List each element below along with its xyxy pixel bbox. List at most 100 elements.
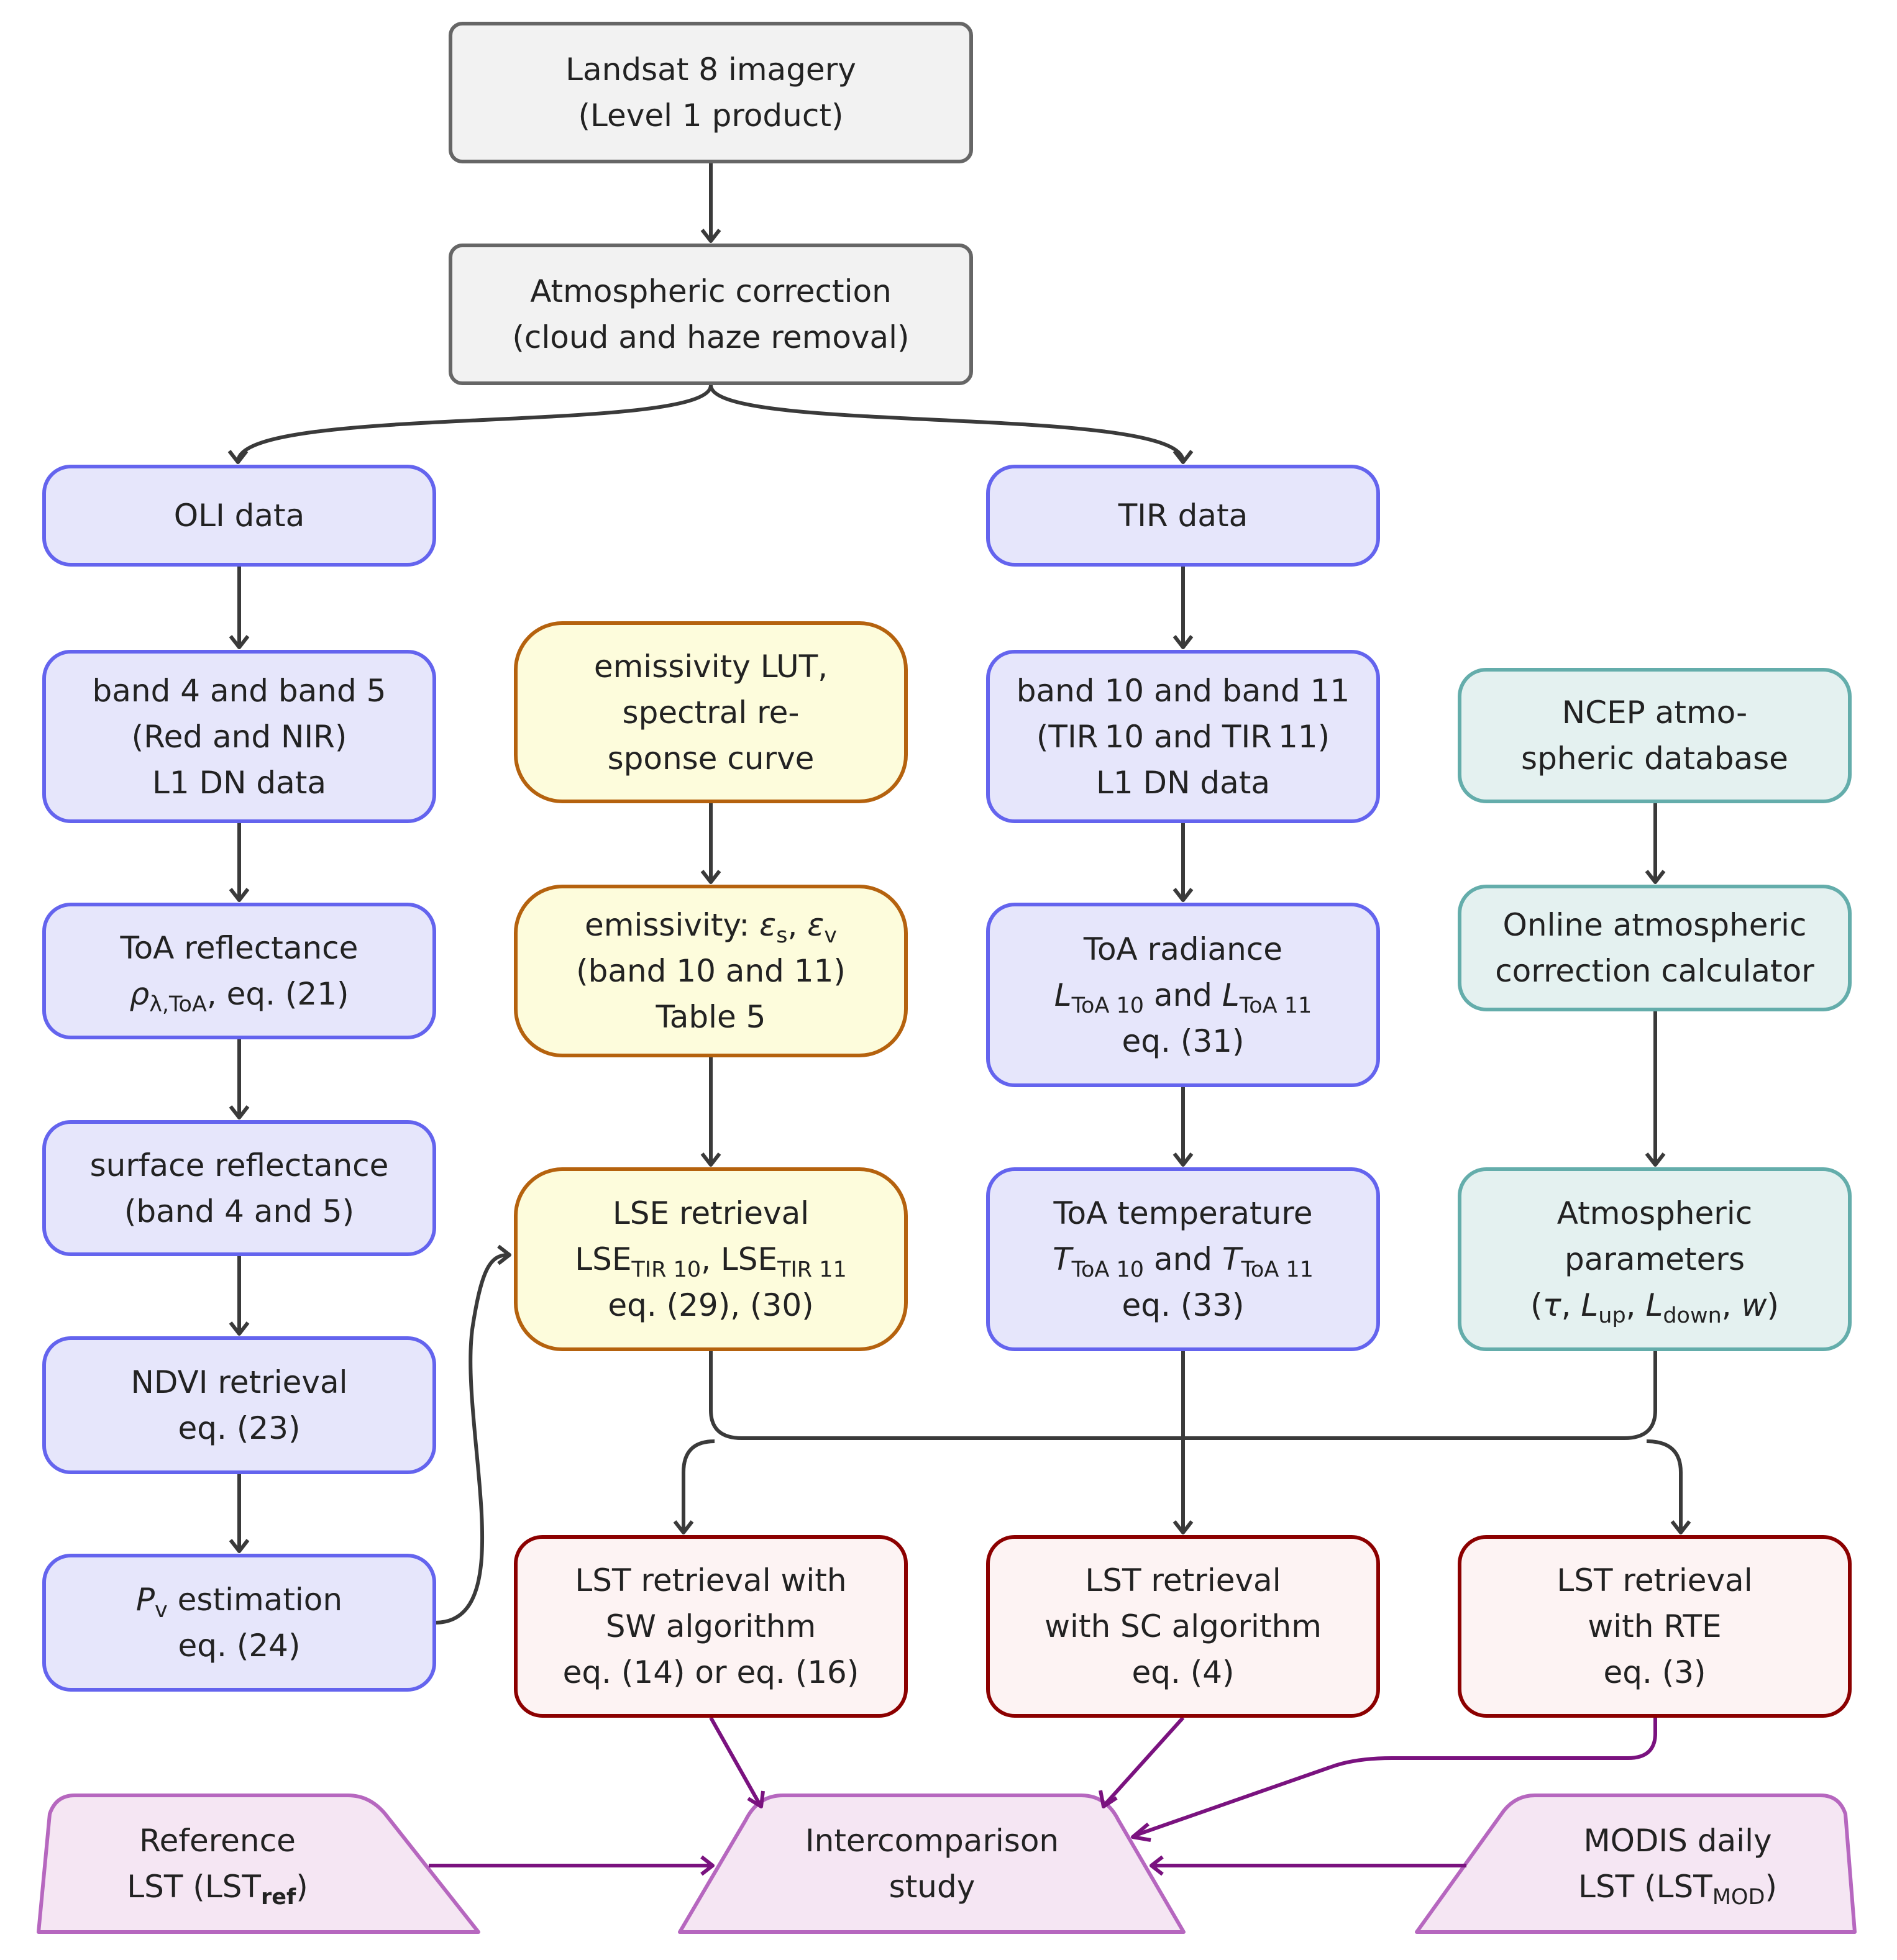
emis-prefix: emissivity: bbox=[585, 907, 760, 943]
toatemp-sub2: ToA 11 bbox=[1241, 1257, 1314, 1283]
online-line-1: Online atmospheric bbox=[1502, 907, 1807, 943]
ndvi-line-2: eq. (23) bbox=[178, 1410, 301, 1446]
arrow-correction-to-tir bbox=[709, 385, 1185, 462]
atmospheric-parameters-node: Atmospheric parameters (τ, Lup, Ldown, w… bbox=[1458, 1167, 1852, 1351]
tau-symbol: τ bbox=[1542, 1287, 1561, 1323]
arrow-sw-to-intercomparison bbox=[709, 1716, 762, 1806]
intercomparison-shape bbox=[678, 1794, 1186, 1934]
landsat-line-1: Landsat 8 imagery bbox=[565, 52, 856, 88]
pv-sub: v bbox=[155, 1598, 168, 1623]
modis-lst-shape bbox=[1415, 1794, 1857, 1934]
ref-b: ) bbox=[296, 1869, 308, 1905]
ncep-line-1: NCEP atmo- bbox=[1561, 695, 1748, 731]
pv-rest: estimation bbox=[167, 1582, 343, 1618]
toarad-and: and bbox=[1144, 977, 1222, 1013]
ncep-line-2: spheric database bbox=[1521, 741, 1788, 777]
lut-line-3: sponse curve bbox=[607, 740, 815, 777]
dark-arrowheads bbox=[227, 229, 1691, 1553]
emissivity-lut-node: emissivity LUT, spectral re- sponse curv… bbox=[514, 621, 908, 803]
modis-line-2: LST (LSTMOD) bbox=[1578, 1864, 1777, 1910]
modis-lst-node: MODIS daily LST (LSTMOD) bbox=[1516, 1795, 1839, 1932]
oli-data-node: OLI data bbox=[42, 465, 436, 567]
sw-line-2: SW algorithm bbox=[605, 1608, 816, 1644]
lse-line-2: LSETIR 10, LSETIR 11 bbox=[575, 1236, 847, 1282]
bands1011-line-2: (TIR 10 and TIR 11) bbox=[1036, 714, 1330, 760]
sw-line-3: eq. (14) or eq. (16) bbox=[562, 1654, 859, 1690]
toatemp-and: and bbox=[1144, 1241, 1222, 1277]
rte-line-1: LST retrieval bbox=[1556, 1562, 1753, 1598]
landsat-line-2: (Level 1 product) bbox=[578, 98, 844, 134]
atm-line-1: Atmospheric bbox=[1556, 1195, 1753, 1231]
emissivity-node: emissivity: εs, εv (band 10 and 11) Tabl… bbox=[514, 885, 908, 1057]
arrow-sc-to-intercomparison bbox=[1103, 1716, 1185, 1807]
modis-a: LST (LST bbox=[1578, 1869, 1712, 1905]
rho-symbol: ρ bbox=[129, 976, 150, 1012]
pv-symbol: P bbox=[135, 1582, 155, 1618]
L-up-symbol: L bbox=[1581, 1287, 1599, 1323]
bands1011-line-3: L1 DN data bbox=[1096, 764, 1270, 801]
lut-line-2: spectral re- bbox=[622, 694, 800, 731]
b1011-d: 11) bbox=[1278, 718, 1330, 755]
toarad-sub2: ToA 11 bbox=[1239, 993, 1312, 1018]
ncep-database-node: NCEP atmo- spheric database bbox=[1458, 668, 1852, 803]
eps-s-sub: s bbox=[776, 923, 788, 949]
lse-mid: , LSE bbox=[701, 1241, 778, 1277]
rte-line-2: with RTE bbox=[1588, 1608, 1722, 1644]
bands-10-11-node: band 10 and band 11 (TIR 10 and TIR 11) … bbox=[986, 650, 1380, 823]
atmospheric-correction-node: Atmospheric correction (cloud and haze r… bbox=[449, 244, 973, 385]
arrow-bus-to-sw bbox=[682, 1439, 715, 1531]
bands-4-5-node: band 4 and band 5 (Red and NIR) L1 DN da… bbox=[42, 650, 436, 823]
inter-line-2: study bbox=[889, 1869, 976, 1905]
ref-line-2: LST (LSTref) bbox=[127, 1864, 308, 1910]
lst-sc-node: LST retrieval with SC algorithm eq. (4) bbox=[986, 1535, 1380, 1718]
ref-a: LST (LST bbox=[127, 1869, 261, 1905]
emis-line-3: Table 5 bbox=[656, 999, 766, 1035]
ref-sub: ref bbox=[260, 1885, 296, 1910]
ndvi-retrieval-node: NDVI retrieval eq. (23) bbox=[42, 1336, 436, 1474]
lse-a: LSE bbox=[575, 1241, 632, 1277]
w-symbol: w bbox=[1741, 1287, 1767, 1323]
tir-data-node: TIR data bbox=[986, 465, 1380, 567]
surfrefl-line-2: (band 4 and 5) bbox=[124, 1193, 355, 1229]
inter-line-1: Intercomparison bbox=[805, 1823, 1059, 1859]
purple-connectors bbox=[429, 1716, 1657, 1867]
tir-label: TIR data bbox=[1118, 498, 1248, 534]
eps-s-symbol: ε bbox=[759, 907, 777, 943]
dark-connectors bbox=[236, 163, 1683, 1625]
surfrefl-line-1: surface reflectance bbox=[89, 1147, 389, 1183]
online-line-2: correction calculator bbox=[1495, 953, 1814, 989]
L-up-sub: up bbox=[1598, 1303, 1626, 1329]
lse-sub-b: TIR 11 bbox=[777, 1257, 847, 1283]
toatemp-line-2: TToA 10 and TToA 11 bbox=[1053, 1236, 1314, 1282]
emis-comma: , bbox=[787, 907, 808, 943]
toa-reflectance-node: ToA reflectance ρλ,ToA, eq. (21) bbox=[42, 903, 436, 1039]
toatemp-line-3: eq. (33) bbox=[1122, 1287, 1245, 1323]
toa-radiance-node: ToA radiance LToA 10 and LToA 11 eq. (31… bbox=[986, 903, 1380, 1087]
atm-c1: , bbox=[1561, 1287, 1581, 1323]
toatemp-T2: T bbox=[1222, 1241, 1241, 1277]
reference-lst-shape bbox=[37, 1794, 480, 1934]
toarefl-line-2: ρλ,ToA, eq. (21) bbox=[129, 971, 349, 1017]
toatemp-line-1: ToA temperature bbox=[1053, 1195, 1313, 1231]
modis-line-1: MODIS daily bbox=[1583, 1823, 1772, 1859]
purple-arrowheads bbox=[700, 1790, 1164, 1876]
lst-rte-node: LST retrieval with RTE eq. (3) bbox=[1458, 1535, 1852, 1718]
eps-v-symbol: ε bbox=[807, 907, 825, 943]
lut-line-1: emissivity LUT, bbox=[593, 648, 828, 685]
bands1011-line-1: band 10 and band 11 bbox=[1016, 672, 1350, 709]
toarad-line-1: ToA radiance bbox=[1083, 931, 1283, 967]
online-calculator-node: Online atmospheric correction calculator bbox=[1458, 885, 1852, 1011]
atmos-corr-line-2: (cloud and haze removal) bbox=[512, 319, 910, 355]
atm-line-2: parameters bbox=[1564, 1241, 1745, 1277]
pv-line-1: Pv estimation bbox=[136, 1577, 342, 1623]
sw-line-1: LST retrieval with bbox=[575, 1562, 847, 1598]
ref-line-1: Reference bbox=[139, 1823, 296, 1859]
emis-line-1: emissivity: εs, εv bbox=[585, 902, 837, 948]
toarad-line-3: eq. (31) bbox=[1122, 1023, 1245, 1059]
b1011-b: 10 bbox=[1104, 718, 1145, 755]
toarad-L2: L bbox=[1222, 977, 1240, 1013]
arrow-rte-to-intercomparison bbox=[1133, 1718, 1657, 1838]
lse-retrieval-node: LSE retrieval LSETIR 10, LSETIR 11 eq. (… bbox=[514, 1167, 908, 1351]
toatemp-T1: T bbox=[1053, 1241, 1072, 1277]
toarefl-line-1: ToA reflectance bbox=[120, 930, 359, 966]
